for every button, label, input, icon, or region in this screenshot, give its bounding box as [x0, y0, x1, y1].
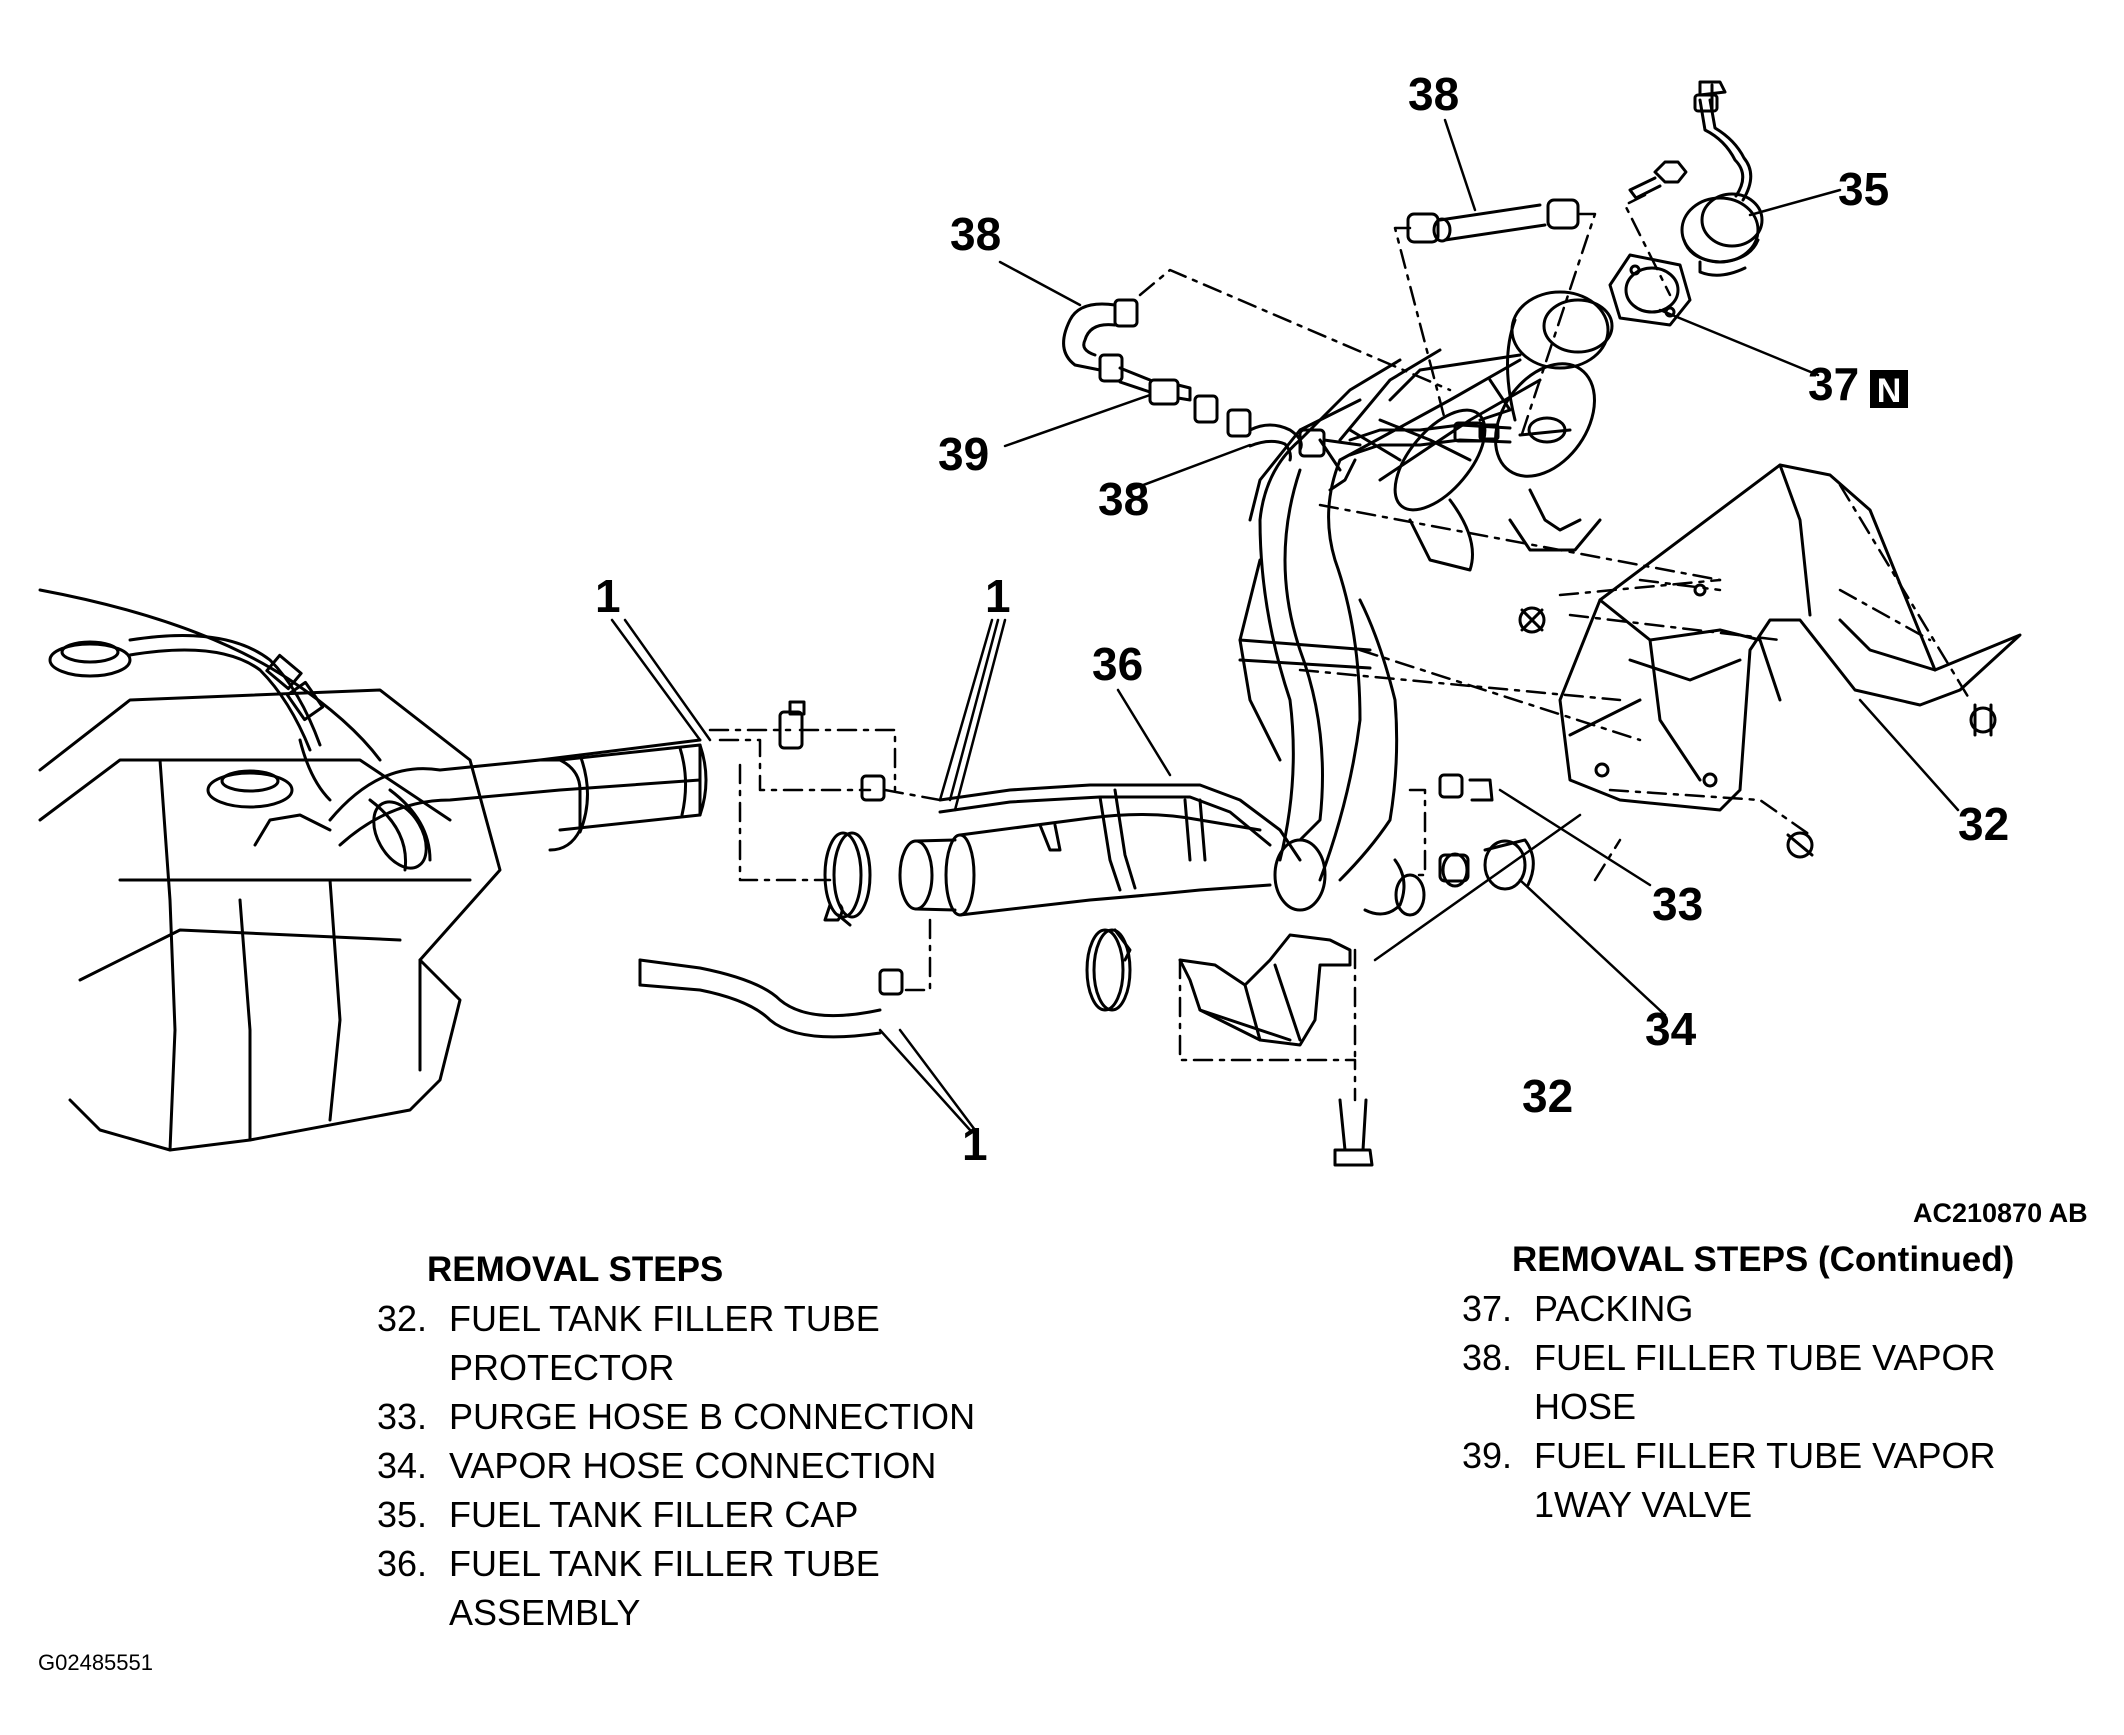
callout-38-middle: 38 — [1098, 473, 1149, 525]
tank-filler-neck — [558, 743, 708, 834]
callout-39: 39 — [938, 428, 989, 480]
removal-step-36: 36. FUEL TANK FILLER TUBE ASSEMBLY — [340, 1539, 975, 1637]
callout-37: 37 — [1808, 358, 1859, 410]
vapor-hose-top — [1406, 198, 1580, 244]
callout-1-tube: 1 — [985, 570, 1011, 622]
callout-1-lower: 1 — [962, 1118, 988, 1170]
step-number: 32. — [376, 1298, 427, 1339]
step-text: FUEL TANK FILLER TUBE — [449, 1298, 880, 1339]
step-text: FUEL FILLER TUBE VAPOR — [1534, 1337, 1996, 1378]
filler-tube-protector-lower — [1178, 933, 1352, 1047]
leader-lines-upper — [1138, 193, 1972, 1102]
clamp-ring-lower — [1085, 928, 1132, 1012]
screws-right — [1518, 606, 1997, 859]
removal-step-37: 37. PACKING — [1425, 1284, 2014, 1333]
callout-32-lower: 32 — [1522, 1070, 1573, 1122]
removal-steps-continued-heading: REMOVAL STEPS (Continued) — [1512, 1240, 2015, 1279]
step-text: FUEL TANK FILLER CAP — [449, 1494, 859, 1535]
removal-step-38: 38. FUEL FILLER TUBE VAPOR HOSE — [1425, 1333, 2014, 1431]
hose-connections-right — [1438, 773, 1535, 891]
step-text-continued: PROTECTOR — [449, 1347, 675, 1388]
step-text: FUEL TANK FILLER TUBE — [449, 1543, 880, 1584]
step-number: 36. — [376, 1543, 427, 1584]
fuel-tank-filler-cap — [1680, 80, 1764, 277]
step-text: PACKING — [1534, 1288, 1694, 1329]
step-text: FUEL FILLER TUBE VAPOR — [1534, 1435, 1996, 1476]
callout-36: 36 — [1092, 638, 1143, 690]
removal-step-34: 34. VAPOR HOSE CONNECTION — [340, 1441, 975, 1490]
callout-labels: 1 1 1 36 32 32 33 34 35 37 N 38 38 38 39 — [595, 68, 2009, 1170]
callout-38-left: 38 — [950, 208, 1001, 260]
callout-32-upper: 32 — [1958, 798, 2009, 850]
removal-steps-list: REMOVAL STEPS 32. FUEL TANK FILLER TUBE P… — [340, 1245, 975, 1637]
filler-tube-protector-upper — [1558, 463, 2022, 812]
step-number: 35. — [376, 1494, 427, 1535]
callout-33: 33 — [1652, 878, 1703, 930]
callout-38-top: 38 — [1408, 68, 1459, 120]
step-number: 34. — [376, 1445, 427, 1486]
connector-hoses-left — [638, 700, 957, 1039]
leader-lines-left — [708, 728, 942, 992]
step-number: 33. — [376, 1396, 427, 1437]
step-number: 38. — [1461, 1337, 1512, 1378]
step-text: PURGE HOSE B CONNECTION — [449, 1396, 976, 1437]
removal-step-32: 32. FUEL TANK FILLER TUBE PROTECTOR — [340, 1294, 975, 1392]
step-text: VAPOR HOSE CONNECTION — [449, 1445, 937, 1486]
removal-steps-continued-list: REMOVAL STEPS (Continued) 37. PACKING 38… — [1425, 1235, 2014, 1529]
new-part-badge: N — [1870, 370, 1908, 410]
removal-step-39: 39. FUEL FILLER TUBE VAPOR 1WAY VALVE — [1425, 1431, 2014, 1529]
callout-35: 35 — [1838, 163, 1889, 215]
document-id: G02485551 — [38, 1650, 153, 1675]
removal-step-33: 33. PURGE HOSE B CONNECTION — [340, 1392, 975, 1441]
removal-step-35: 35. FUEL TANK FILLER CAP — [340, 1490, 975, 1539]
fuel-tank — [38, 588, 702, 1152]
callout-1-tank: 1 — [595, 570, 621, 622]
step-text-continued: HOSE — [1534, 1386, 1637, 1427]
removal-steps-heading: REMOVAL STEPS — [427, 1250, 724, 1289]
step-text-continued: ASSEMBLY — [449, 1592, 641, 1633]
filler-tube-assembly — [938, 290, 1614, 917]
callout-leaders — [610, 118, 1960, 1132]
bolt-top — [1628, 160, 1688, 200]
bolt-bottom — [1333, 1098, 1374, 1167]
new-part-badge-label: N — [1877, 372, 1902, 410]
step-number: 37. — [1461, 1288, 1512, 1329]
packing-gasket — [1608, 253, 1692, 327]
step-number: 39. — [1461, 1435, 1512, 1476]
figure-id: AC210870 AB — [1913, 1198, 2088, 1228]
vapor-hose-upper-left — [1062, 298, 1362, 462]
step-text-continued: 1WAY VALVE — [1534, 1484, 1753, 1525]
callout-34: 34 — [1645, 1003, 1697, 1055]
